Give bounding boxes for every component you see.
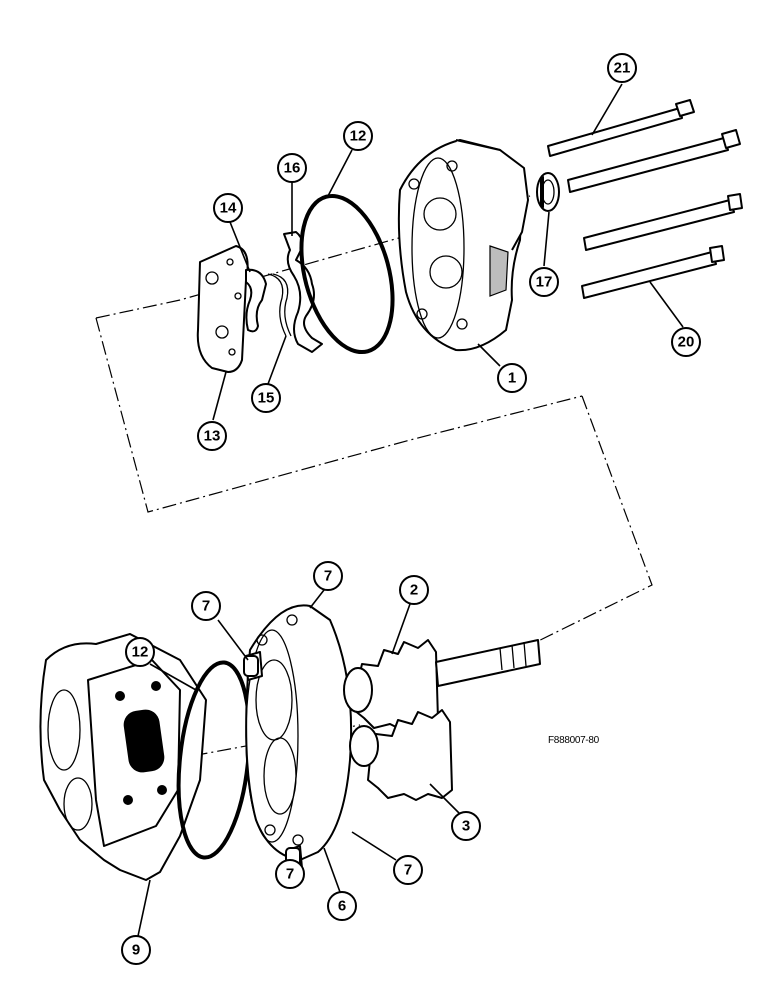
svg-text:6: 6	[338, 898, 346, 915]
part-1-end-cover	[397, 139, 529, 352]
callout-3: 3	[451, 811, 481, 841]
callout-12-lower: 12	[125, 637, 155, 667]
svg-text:12: 12	[132, 644, 149, 661]
part-9-pump-body	[39, 633, 207, 881]
svg-text:7: 7	[324, 568, 332, 585]
svg-text:21: 21	[614, 60, 631, 77]
part-16-gasket	[283, 231, 323, 353]
part-17-shaft-seal	[536, 172, 560, 212]
svg-text:14: 14	[220, 200, 237, 217]
callout-7-bottom-right: 7	[393, 855, 423, 885]
callout-13: 13	[197, 421, 227, 451]
part-21-cap-screw	[547, 99, 695, 157]
part-12-o-ring-upper	[299, 193, 395, 355]
svg-text:17: 17	[536, 274, 553, 291]
callout-15: 15	[251, 383, 281, 413]
callout-16: 16	[277, 153, 307, 183]
svg-text:16: 16	[284, 160, 301, 177]
svg-text:1: 1	[508, 370, 516, 387]
svg-text:20: 20	[678, 334, 695, 351]
callout-12-upper: 12	[343, 121, 373, 151]
callout-7-top-left: 7	[191, 591, 221, 621]
callout-leaders	[137, 83, 684, 937]
callout-20: 20	[671, 327, 701, 357]
part-6-gear-housing	[245, 604, 353, 871]
part-20-cap-screw-b	[583, 193, 743, 251]
callout-9: 9	[121, 935, 151, 965]
figure-reference: F888007-80	[548, 735, 599, 746]
part-13-end-plate	[196, 245, 249, 373]
part-20-cap-screw-a	[567, 129, 741, 193]
callout-1: 1	[497, 363, 527, 393]
svg-text:12: 12	[350, 128, 367, 145]
svg-text:3: 3	[462, 818, 470, 835]
part-3-driven-gear	[349, 709, 453, 801]
callout-6: 6	[327, 891, 357, 921]
callout-21: 21	[607, 53, 637, 83]
svg-text:7: 7	[202, 598, 210, 615]
part-15-seal	[267, 273, 292, 337]
svg-text:7: 7	[286, 866, 294, 883]
svg-text:15: 15	[258, 390, 275, 407]
svg-text:13: 13	[204, 428, 221, 445]
callout-7-bottom-left: 7	[275, 859, 305, 889]
svg-text:2: 2	[410, 582, 418, 599]
svg-text:9: 9	[132, 942, 140, 959]
part-2-drive-gear	[343, 639, 541, 731]
part-20-cap-screw-c	[581, 245, 725, 299]
part-14-seal	[245, 268, 267, 333]
callout-2: 2	[399, 575, 429, 605]
callout-7-top-center: 7	[313, 561, 343, 591]
callout-14: 14	[213, 193, 243, 223]
callout-17: 17	[529, 267, 559, 297]
svg-text:7: 7	[404, 862, 412, 879]
